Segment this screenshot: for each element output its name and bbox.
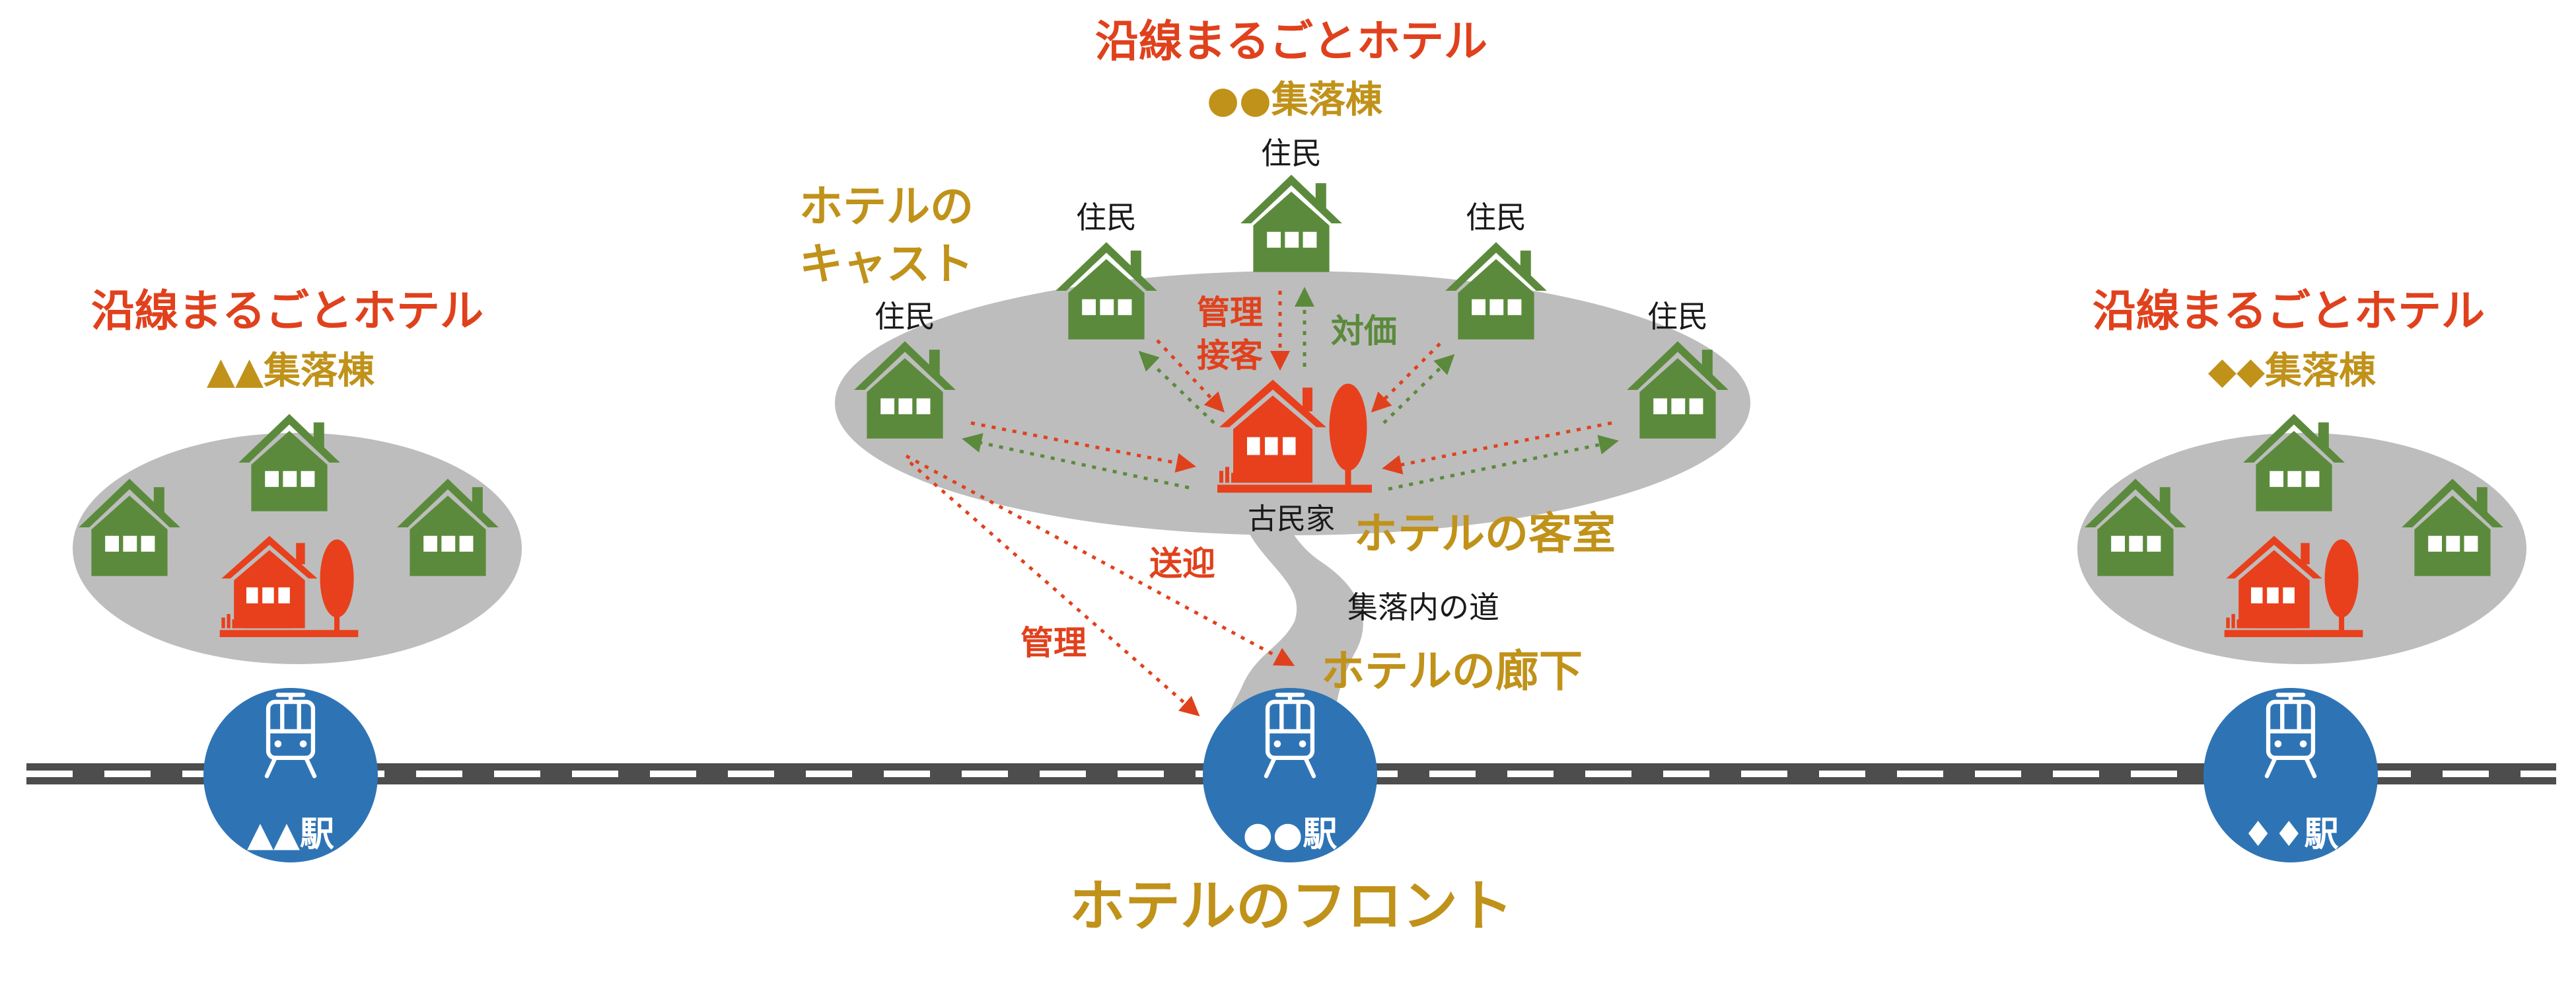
resident-label: 住民 [875, 299, 935, 334]
relation-arrows [905, 287, 1619, 716]
hotel-cast-label: キャスト [799, 239, 974, 289]
manage-label: 管理 [1197, 293, 1263, 332]
station-name: ●●駅 [1243, 815, 1338, 854]
hotel-corridor-label: ホテルの廊下 [1321, 646, 1583, 697]
payment-arrow [962, 433, 1190, 490]
station-name: ▲▲駅 [247, 815, 334, 854]
manage-arrow [1371, 342, 1441, 413]
resident-house-icon [1240, 174, 1342, 272]
station-center: ●●駅 [1203, 688, 1377, 862]
village-road-label: 集落内の道 [1347, 589, 1499, 625]
hotel-front-label: ホテルのフロント [1069, 874, 1513, 938]
right-cluster-title: 沿線まるごとホテル [2093, 285, 2485, 336]
service-label: 接客 [1197, 336, 1263, 375]
resident-house-icon [238, 414, 340, 511]
old-house-label: 古民家 [1248, 502, 1335, 536]
village-road-shape [1220, 515, 1363, 753]
pickup-label: 送迎 [1149, 545, 1215, 583]
resident-label: 住民 [1647, 299, 1708, 334]
station-name: ♦♦駅 [2242, 815, 2338, 854]
hotel-cast-label: ホテルの [799, 181, 974, 232]
hotel-room-label: ホテルの客室 [1354, 508, 1616, 559]
resident-label: 住民 [1261, 135, 1322, 171]
payment-arrow [1388, 435, 1619, 491]
left-cluster-subtitle: ▲▲集落棟 [207, 350, 375, 393]
resident-label: 住民 [1466, 200, 1526, 235]
resident-house-icon [1055, 242, 1157, 340]
resident-house-icon [1445, 242, 1547, 340]
station-left: ▲▲駅 [203, 688, 378, 862]
left-cluster-title: 沿線まるごとホテル [91, 285, 483, 336]
manage-arrow [1382, 421, 1612, 475]
payment-label: 対価 [1331, 312, 1397, 350]
center-cluster-subtitle: ●●集落棟 [1207, 79, 1383, 122]
resident-house-icon [2243, 414, 2345, 511]
station-right: ♦♦駅 [2203, 688, 2378, 862]
manage-label: 管理 [1020, 624, 1087, 662]
resident-label: 住民 [1076, 200, 1137, 235]
right-cluster-subtitle: ◆◆集落棟 [2208, 350, 2377, 393]
manage-arrow [909, 461, 1200, 716]
center-cluster-title: 沿線まるごとホテル [1095, 16, 1487, 67]
